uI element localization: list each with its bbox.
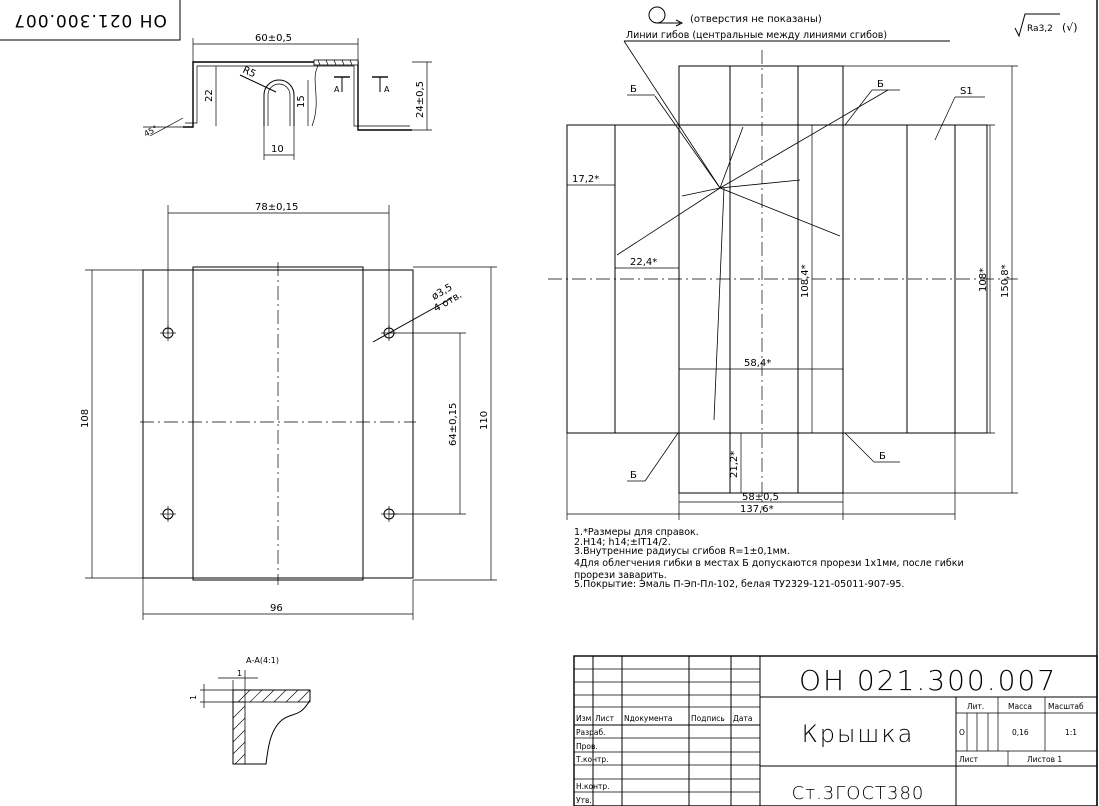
note-3: 3.Внутренние радиусы сгибов R=1±0,1мм. xyxy=(574,546,790,557)
tb-col-sign: Подпись xyxy=(691,714,725,723)
roughness-symbol: Ra3,2 (√) xyxy=(1014,13,1078,38)
section-view: А-А(4:1) 1 1 xyxy=(189,656,311,765)
left-height-dim: 22 xyxy=(204,89,215,102)
slot-height: 15 xyxy=(296,95,307,108)
tb-massa-val: 0,16 xyxy=(1012,728,1029,737)
section-thickness-1: 1 xyxy=(237,669,242,678)
plan-dim-inner: 64±0,15 xyxy=(448,403,459,446)
right-height-dim: 24±0,5 xyxy=(415,81,426,118)
label-b-2: Б xyxy=(877,79,884,90)
flat-pattern: Б Б Б Б S1 17,2* 22,4* 108,4* 58,4* 108* xyxy=(548,40,1020,520)
flat-dim-21: 21,2* xyxy=(729,451,740,478)
tb-designation: ОН 021.300.007 xyxy=(799,664,1057,697)
flat-dim-108-4: 108,4* xyxy=(800,264,811,298)
tb-masshtab-val: 1:1 xyxy=(1065,728,1077,737)
roughness-check: (√) xyxy=(1062,21,1078,34)
flat-dim-58: 58±0,5 xyxy=(742,492,779,503)
tb-list: Лист xyxy=(959,755,979,764)
top-stamp: ОН 021.300.007 xyxy=(0,0,181,41)
flat-dim-58-4: 58,4* xyxy=(744,358,771,369)
top-stamp-text: ОН 021.300.007 xyxy=(13,10,167,30)
slot-width: 10 xyxy=(271,144,284,155)
flat-dim-17: 17,2* xyxy=(572,174,599,185)
plan-dim-right: 110 xyxy=(479,411,490,430)
note-4b: прорези заварить. xyxy=(574,570,667,581)
label-s1: S1 xyxy=(960,86,973,97)
section-mark-right: A xyxy=(384,85,390,94)
section-thickness-2: 1 xyxy=(189,695,198,700)
plan-dim-left: 108 xyxy=(80,409,91,428)
plan-dim-bottom: 96 xyxy=(270,603,283,614)
top-view: 10 15 R5 60±0,5 22 24±0,5 A A 45° xyxy=(143,33,432,160)
flat-dim-150: 150,8* xyxy=(1000,264,1011,298)
plan-dim-top: 78±0,15 xyxy=(255,202,298,213)
label-b-4: Б xyxy=(879,451,886,462)
note-1: 1.*Размеры для справок. xyxy=(574,527,699,538)
technical-notes: 1.*Размеры для справок. 2.H14; h14;±IT14… xyxy=(574,527,964,590)
flat-dim-137: 137,6* xyxy=(740,504,774,515)
tb-col-doc: Nдокумента xyxy=(624,714,673,723)
tb-utv: Утв. xyxy=(576,796,592,805)
tb-material: Ст.3ГОСТ380 xyxy=(792,783,925,804)
flat-dim-22: 22,4* xyxy=(630,257,657,268)
roughness-value: Ra3,2 xyxy=(1027,24,1053,34)
tb-tkontr: Т.контр. xyxy=(575,755,609,764)
angle-dim: 45° xyxy=(143,124,160,139)
tb-prov: Пров. xyxy=(576,742,598,751)
tb-lit-val: О xyxy=(959,728,965,737)
title-block: ОН 021.300.007 Крышка Ст.3ГОСТ380 Изм Ли… xyxy=(573,655,1098,806)
label-b-3: Б xyxy=(630,470,637,481)
tb-col-izm: Изм xyxy=(576,714,591,723)
tb-massa: Масса xyxy=(1008,702,1032,711)
tb-name: Крышка xyxy=(802,720,915,748)
bend-radius: R5 xyxy=(241,65,258,81)
tb-col-list: Лист xyxy=(595,714,615,723)
holes-note-text: (отверстия не показаны) xyxy=(690,14,822,25)
section-mark-left: A xyxy=(334,85,340,94)
top-width-dim: 60±0,5 xyxy=(255,33,292,44)
view-symbol-icon xyxy=(648,6,666,24)
note-2: 2.H14; h14;±IT14/2. xyxy=(574,537,671,548)
note-5: 5.Покрытие: Эмаль П-Эп-Пл-102, белая ТУ2… xyxy=(574,579,904,590)
tb-razrab: Разраб. xyxy=(576,728,605,737)
flat-dim-108: 108* xyxy=(978,268,989,292)
tb-masshtab: Масштаб xyxy=(1048,702,1084,711)
section-title: А-А(4:1) xyxy=(246,656,279,665)
holes-note: (отверстия не показаны) Линии гибов (цен… xyxy=(624,6,950,42)
tb-listov: Листов 1 xyxy=(1027,755,1062,764)
tb-lit: Лит. xyxy=(967,702,984,711)
plan-view: 78±0,15 ø3,5 4 отв. 108 110 64±0,15 96 xyxy=(80,202,497,620)
plan-holes xyxy=(160,325,397,522)
tb-col-date: Дата xyxy=(733,714,752,723)
tb-nkontr: Н.контр. xyxy=(576,782,610,791)
bend-lines-label: Линии гибов (центральные между линиями с… xyxy=(626,30,887,41)
label-b-1: Б xyxy=(630,84,637,95)
note-4: 4Для облегчения гибки в местах Б допуска… xyxy=(574,558,964,569)
